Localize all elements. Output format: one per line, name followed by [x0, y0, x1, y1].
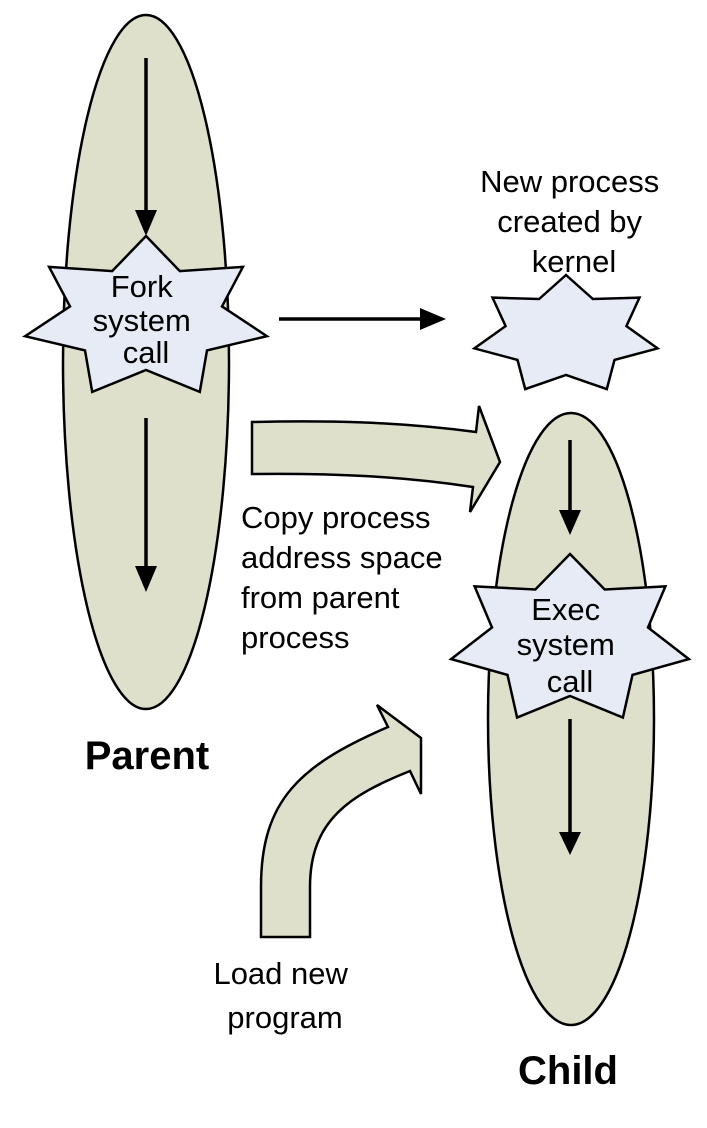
fork-star-label: Fork system call — [93, 269, 200, 370]
fork-to-kernel-arrow — [279, 308, 446, 330]
parent-process: Fork system call Parent — [22, 13, 270, 778]
child-label: Child — [518, 1049, 618, 1093]
exec-star-line: system — [517, 627, 615, 662]
kernel-caption-line: New process — [480, 164, 659, 199]
exec-system-call-star — [448, 552, 692, 720]
parent-label: Parent — [85, 734, 210, 778]
kernel-caption-line: created by — [497, 204, 642, 239]
copy-caption-line: address space — [241, 540, 443, 575]
new-process-star — [471, 273, 661, 391]
load-curved-block-arrow — [259, 704, 423, 939]
copy-address-space-arrow: Copy process address space from parent p… — [241, 405, 502, 655]
child-flow-arrow-top — [559, 440, 581, 535]
fork-star-line: Fork — [111, 269, 174, 304]
exec-star-line: Exec — [531, 592, 600, 627]
fork-star-line: call — [123, 335, 170, 370]
child-process: Exec system call Child — [448, 411, 692, 1093]
child-flow-arrow-bottom — [559, 719, 581, 855]
parent-flow-arrow-bottom — [135, 418, 157, 592]
fork-star-line: system — [93, 303, 191, 338]
load-caption-line: program — [227, 1000, 342, 1035]
copy-caption-line: from parent — [241, 580, 400, 615]
exec-star-line: call — [547, 664, 594, 699]
kernel-caption: New process created by kernel — [480, 164, 668, 279]
kernel-caption-line: kernel — [532, 244, 616, 279]
fork-system-call-star — [22, 234, 270, 394]
parent-flow-arrow-top — [135, 58, 157, 236]
load-caption: Load new program — [213, 956, 356, 1035]
load-new-program-arrow: Load new program — [213, 704, 423, 1035]
exec-star-label: Exec system call — [517, 592, 624, 699]
copy-caption: Copy process address space from parent p… — [241, 500, 451, 655]
copy-block-arrow — [250, 405, 502, 513]
copy-caption-line: Copy process — [241, 500, 431, 535]
load-caption-line: Load new — [213, 956, 348, 991]
copy-caption-line: process — [241, 620, 350, 655]
kernel-new-process: New process created by kernel — [471, 164, 668, 391]
